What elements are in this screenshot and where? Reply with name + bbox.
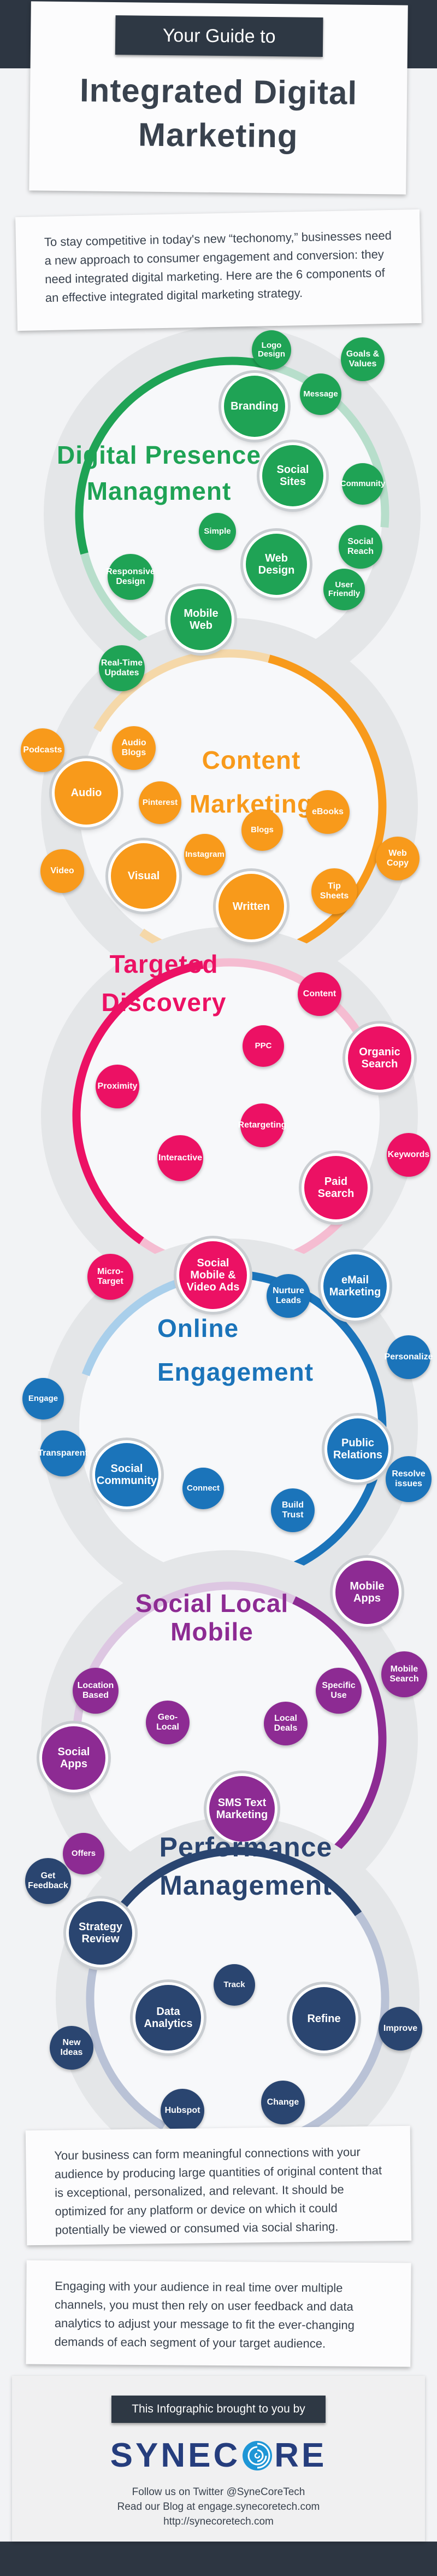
bubble-public-relations: Public Relations [327, 1418, 388, 1480]
bubble-social-apps: Social Apps [42, 1726, 105, 1790]
bubble-social-mobile-video-ads: Social Mobile & Video Ads [179, 1241, 247, 1309]
section-title-performance-management: Performance Management [159, 1832, 333, 1901]
bubble-local-deals: Local Deals [264, 1702, 308, 1745]
ring-arc-performance-management [106, 1847, 362, 1927]
bubble-message: Message [300, 373, 341, 415]
bubble-resolve-issues: Resolve issues [386, 1456, 432, 1502]
intro-text: To stay competitive in today's new “tech… [44, 228, 392, 305]
bubble-video: Video [40, 849, 84, 893]
bubble-connect: Connect [182, 1468, 224, 1509]
bubble-audio: Audio [55, 761, 118, 825]
bubble-improve: Improve [379, 2007, 422, 2051]
section-title-social-local-mobile: Social Local Mobile [135, 1589, 289, 1646]
bubble-offers: Offers [63, 1833, 104, 1874]
bubble-retargeting: Retargeting [238, 1103, 286, 1147]
ring-arc-online-engagement [81, 1275, 191, 1376]
bubble-written: Written [218, 874, 284, 939]
footer-card: This Infographic brought to you by SYNEC… [12, 2376, 425, 2542]
bubble-ppc: PPC [243, 1025, 284, 1067]
bubble-specific-use: Specific Use [316, 1668, 362, 1714]
bubble-hubspot: Hubspot [161, 2089, 204, 2133]
twitter-line: Follow us on Twitter @SyneCoreTech [132, 2486, 305, 2498]
bubble-audio-blogs: Audio Blogs [112, 726, 156, 770]
bubble-tip-sheets: Tip Sheets [311, 868, 357, 914]
bubble-social-sites: Social Sites [262, 445, 323, 506]
bubble-email-marketing: eMail Marketing [323, 1254, 387, 1318]
logo-text-prefix: SYNEC [110, 2437, 241, 2474]
bubble-micro-target: Micro- Target [87, 1254, 133, 1300]
outro-text-1: Your business can form meaningful connec… [54, 2145, 382, 2237]
bubble-branding: Branding [224, 376, 285, 437]
bubble-visual: Visual [111, 843, 176, 909]
bubble-community: Community [340, 463, 385, 505]
bubble-pinterest: Pinterest [139, 781, 181, 824]
bubble-responsive-design: Responsive Design [106, 554, 155, 600]
synecore-logo: SYNEC RE [12, 2436, 425, 2475]
title-badge: Your Guide to [115, 15, 323, 57]
bubble-location-based: Location Based [73, 1668, 119, 1714]
outro-card-1: Your business can form meaningful connec… [25, 2125, 412, 2246]
ring-arc-online-engagement [188, 1270, 387, 1579]
bubble-mobile-search: Mobile Search [381, 1651, 427, 1697]
ring-arc-performance-management [286, 1911, 389, 2141]
section-title-targeted-discovery: Targeted Discovery [101, 950, 227, 1017]
synecore-swirl-icon [243, 2440, 273, 2470]
section-title-digital-presence-management: Digital Presence Managment [57, 441, 261, 505]
intro-card: To stay competitive in today's new “tech… [15, 209, 422, 331]
bubble-instagram: Instagram [184, 834, 226, 875]
page-bottom-edge [0, 2542, 437, 2576]
ring-arc-targeted-discovery [202, 958, 365, 1041]
bubble-track: Track [214, 1964, 255, 2006]
bubble-engage: Engage [22, 1378, 64, 1420]
bubble-mobile-web: Mobile Web [170, 589, 232, 650]
bubble-blogs: Blogs [241, 809, 283, 851]
bubble-mobile-apps: Mobile Apps [335, 1561, 399, 1624]
outro-text-2: Engaging with your audience in real time… [54, 2279, 355, 2351]
outro-card-2: Engaging with your audience in real time… [26, 2260, 411, 2367]
logo-text-suffix: RE [274, 2437, 327, 2474]
bubble-personalize: Personalize [385, 1335, 433, 1379]
bubble-user-friendly: User Friendly [323, 569, 365, 610]
bubble-interactive: Interactive [157, 1135, 203, 1181]
ring-arc-digital-presence-management [270, 362, 389, 528]
bubble-web-design: Web Design [246, 534, 307, 595]
bubble-social-community: Social Community [95, 1443, 158, 1506]
title-card: Your Guide to Integrated Digital Marketi… [29, 1, 408, 195]
bubble-sms-text-marketing: SMS Text Marketing [209, 1776, 275, 1842]
bubble-get-feedback: Get Feedback [25, 1858, 71, 1904]
page-title: Integrated Digital Marketing [79, 72, 358, 155]
ring-arc-digital-presence-management [75, 357, 273, 555]
url-line: http://synecoretech.com [163, 2516, 274, 2527]
bubble-paid-search: Paid Search [304, 1156, 368, 1219]
bubble-strategy-review: Strategy Review [69, 1901, 132, 1965]
bubble-ebooks: eBooks [306, 790, 350, 834]
footer-links: Follow us on Twitter @SyneCoreTech Read … [12, 2485, 425, 2529]
ring-arc-targeted-discovery [72, 960, 204, 1245]
ring-arc-content-marketing [93, 649, 270, 732]
bubble-transparent: Transparent [38, 1430, 88, 1476]
bubble-proximity: Proximity [96, 1065, 139, 1108]
bubble-build-trust: Build Trust [271, 1488, 315, 1532]
ring-arc-content-marketing [268, 655, 387, 955]
bubble-simple: Simple [199, 513, 236, 550]
bubble-refine: Refine [292, 1987, 356, 2051]
bubble-goals-values: Goals & Values [341, 337, 385, 381]
bubble-keywords: Keywords [387, 1133, 430, 1177]
bubble-new-ideas: New Ideas [50, 2026, 93, 2070]
bubble-organic-search: Organic Search [348, 1026, 411, 1090]
bubble-logo-design: Logo Design [252, 330, 291, 370]
bubble-data-analytics: Data Analytics [135, 1985, 201, 2051]
bubble-content: Content [298, 972, 341, 1016]
blog-line: Read our Blog at engage.synecoretech.com [117, 2501, 320, 2513]
bubble-social-reach: Social Reach [339, 525, 382, 569]
footer-badge: This Infographic brought to you by [111, 2396, 326, 2423]
section-title-online-engagement: Online Engagement [157, 1314, 314, 1386]
bubble-web-copy: Web Copy [376, 837, 420, 880]
bubble-real-time-updates: Real-Time Updates [99, 645, 145, 691]
bubble-geo-local: Geo- Local [146, 1701, 190, 1744]
bubble-podcasts: Podcasts [21, 728, 64, 772]
bubble-change: Change [261, 2081, 305, 2124]
bubble-nurture-leads: Nurture Leads [267, 1274, 310, 1318]
